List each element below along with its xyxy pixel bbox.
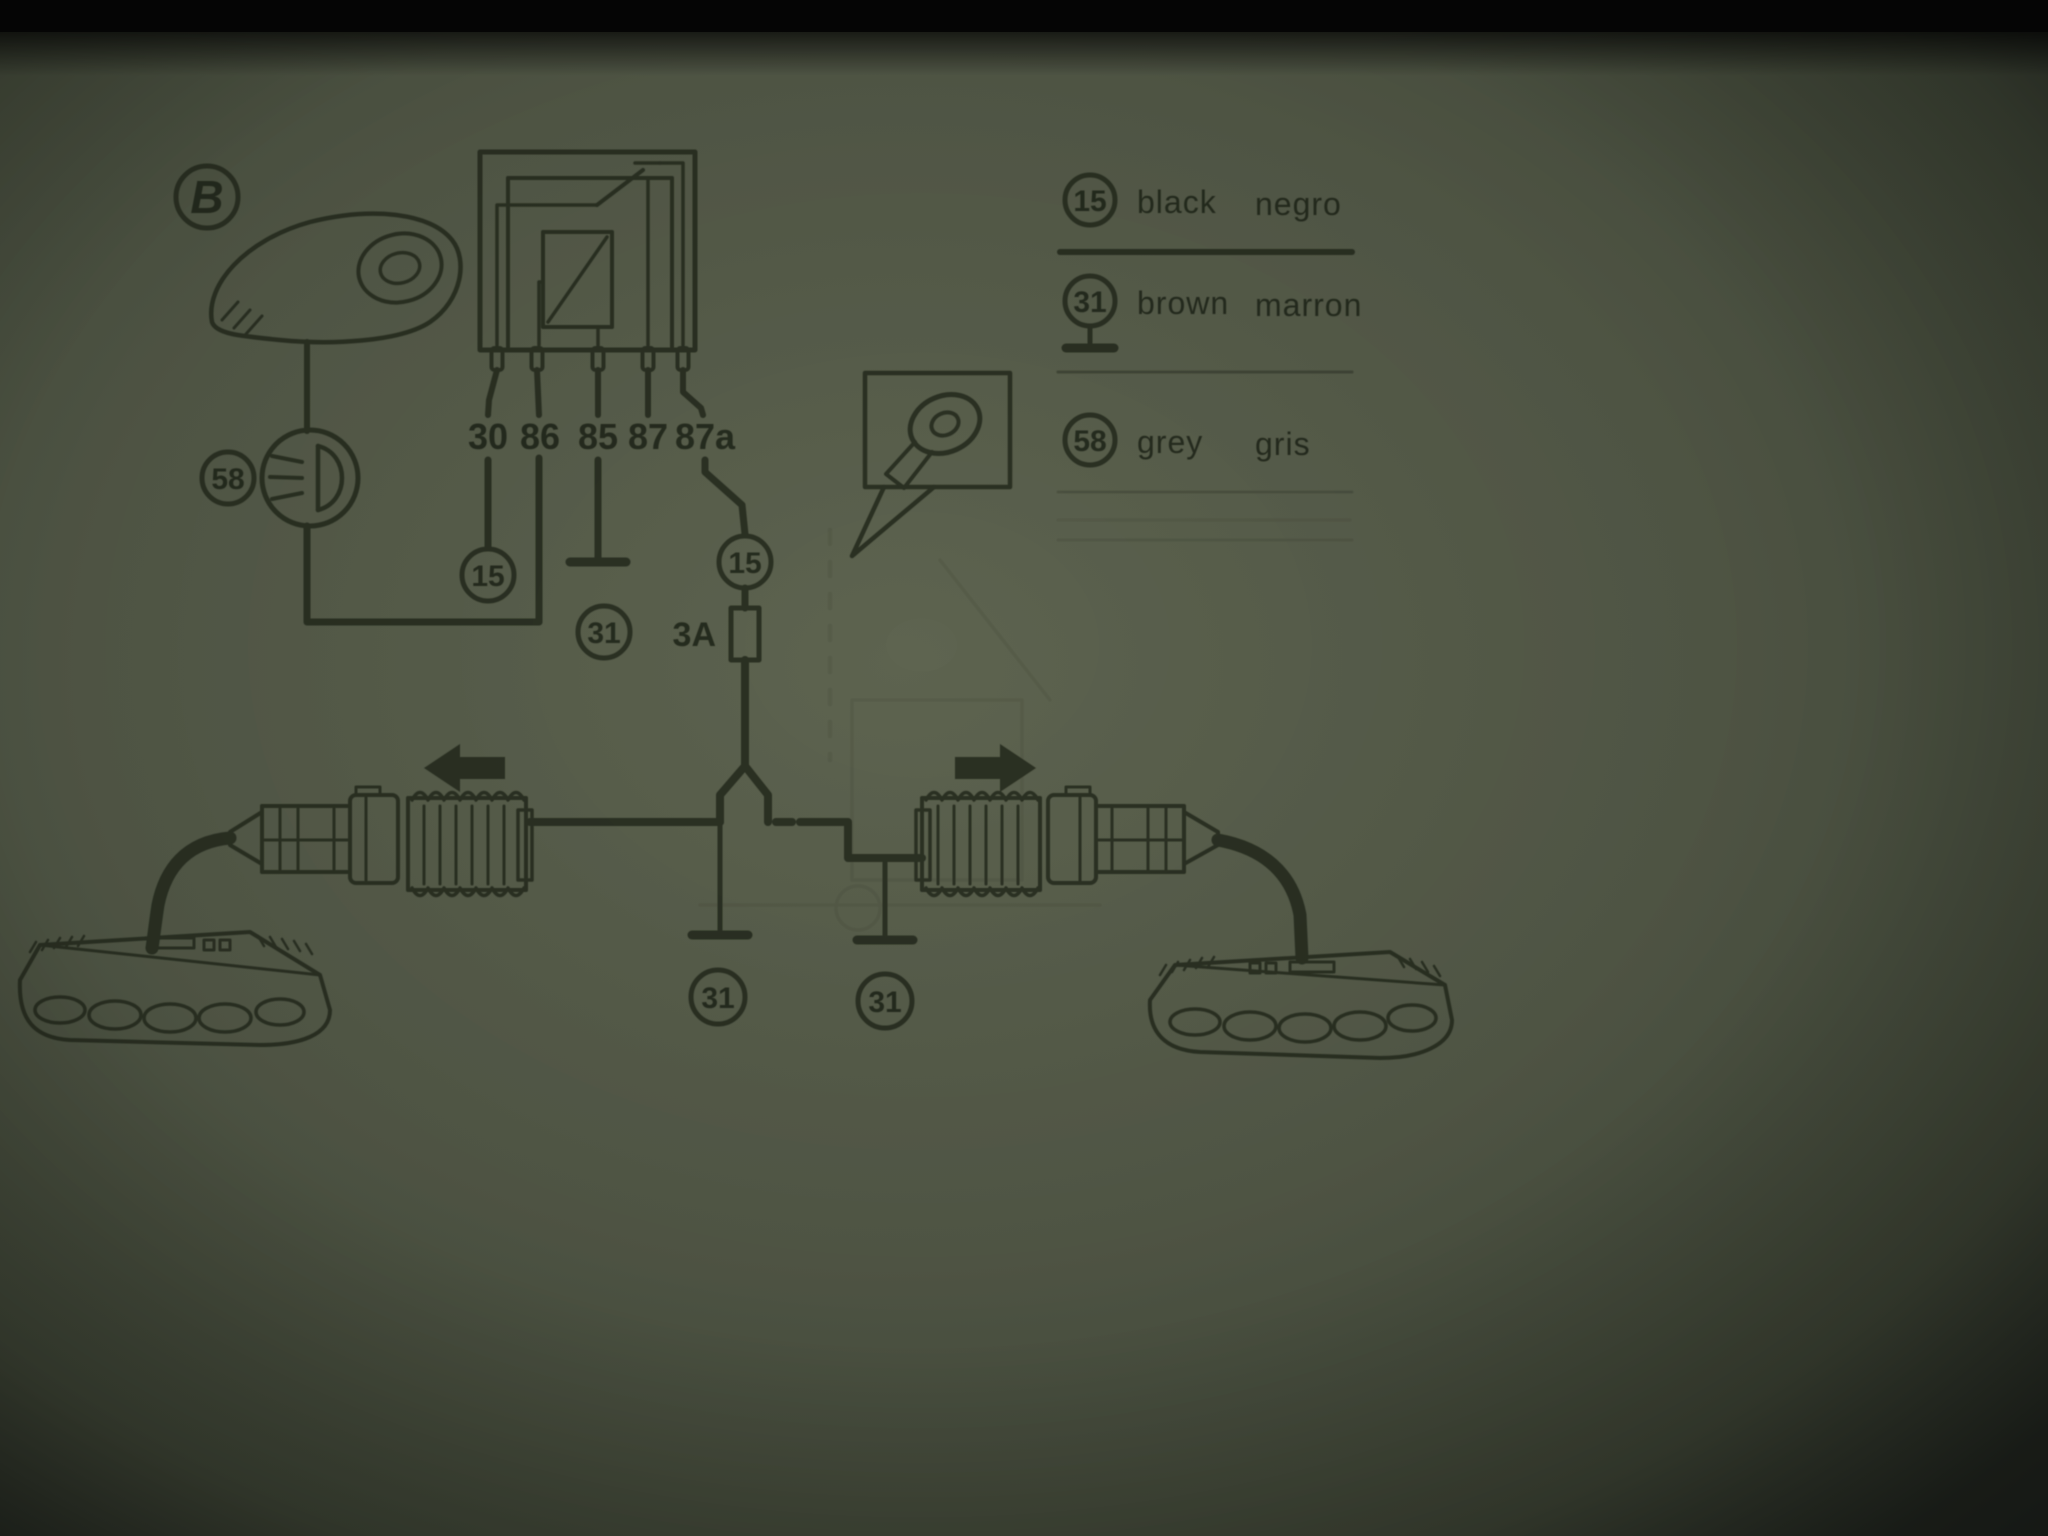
terminal-label-30: 30 xyxy=(468,416,508,457)
terminal-label-87: 87 xyxy=(628,416,668,457)
code-58-label: 58 xyxy=(211,463,244,496)
paper-sheet xyxy=(0,30,2048,1536)
code-31-label: 31 xyxy=(587,617,620,650)
terminal-label-85: 85 xyxy=(578,416,618,457)
code-15-label: 15 xyxy=(471,560,504,593)
legend-code-15: 15 xyxy=(1073,185,1106,218)
legend-code-31: 31 xyxy=(1073,286,1106,319)
fuse-label: 3A xyxy=(673,616,716,654)
legend-name-grey: grey xyxy=(1137,424,1203,460)
code-31-left-label: 31 xyxy=(701,982,734,1015)
code-31-right-label: 31 xyxy=(868,986,901,1019)
terminal-label-87a: 87a xyxy=(675,416,736,457)
code-15-label-b: 15 xyxy=(728,547,761,580)
section-letter: B xyxy=(190,171,223,223)
legend-name-gris: gris xyxy=(1255,426,1311,462)
paper-top-shadow xyxy=(0,30,2048,76)
terminal-label-86: 86 xyxy=(520,416,560,457)
legend-name-marron: marron xyxy=(1255,287,1362,323)
legend-name-black: black xyxy=(1137,184,1217,220)
legend-name-brown: brown xyxy=(1137,285,1229,321)
camera-top-band xyxy=(0,0,2048,32)
legend-name-negro: negro xyxy=(1255,186,1342,222)
legend-code-58: 58 xyxy=(1073,425,1106,458)
